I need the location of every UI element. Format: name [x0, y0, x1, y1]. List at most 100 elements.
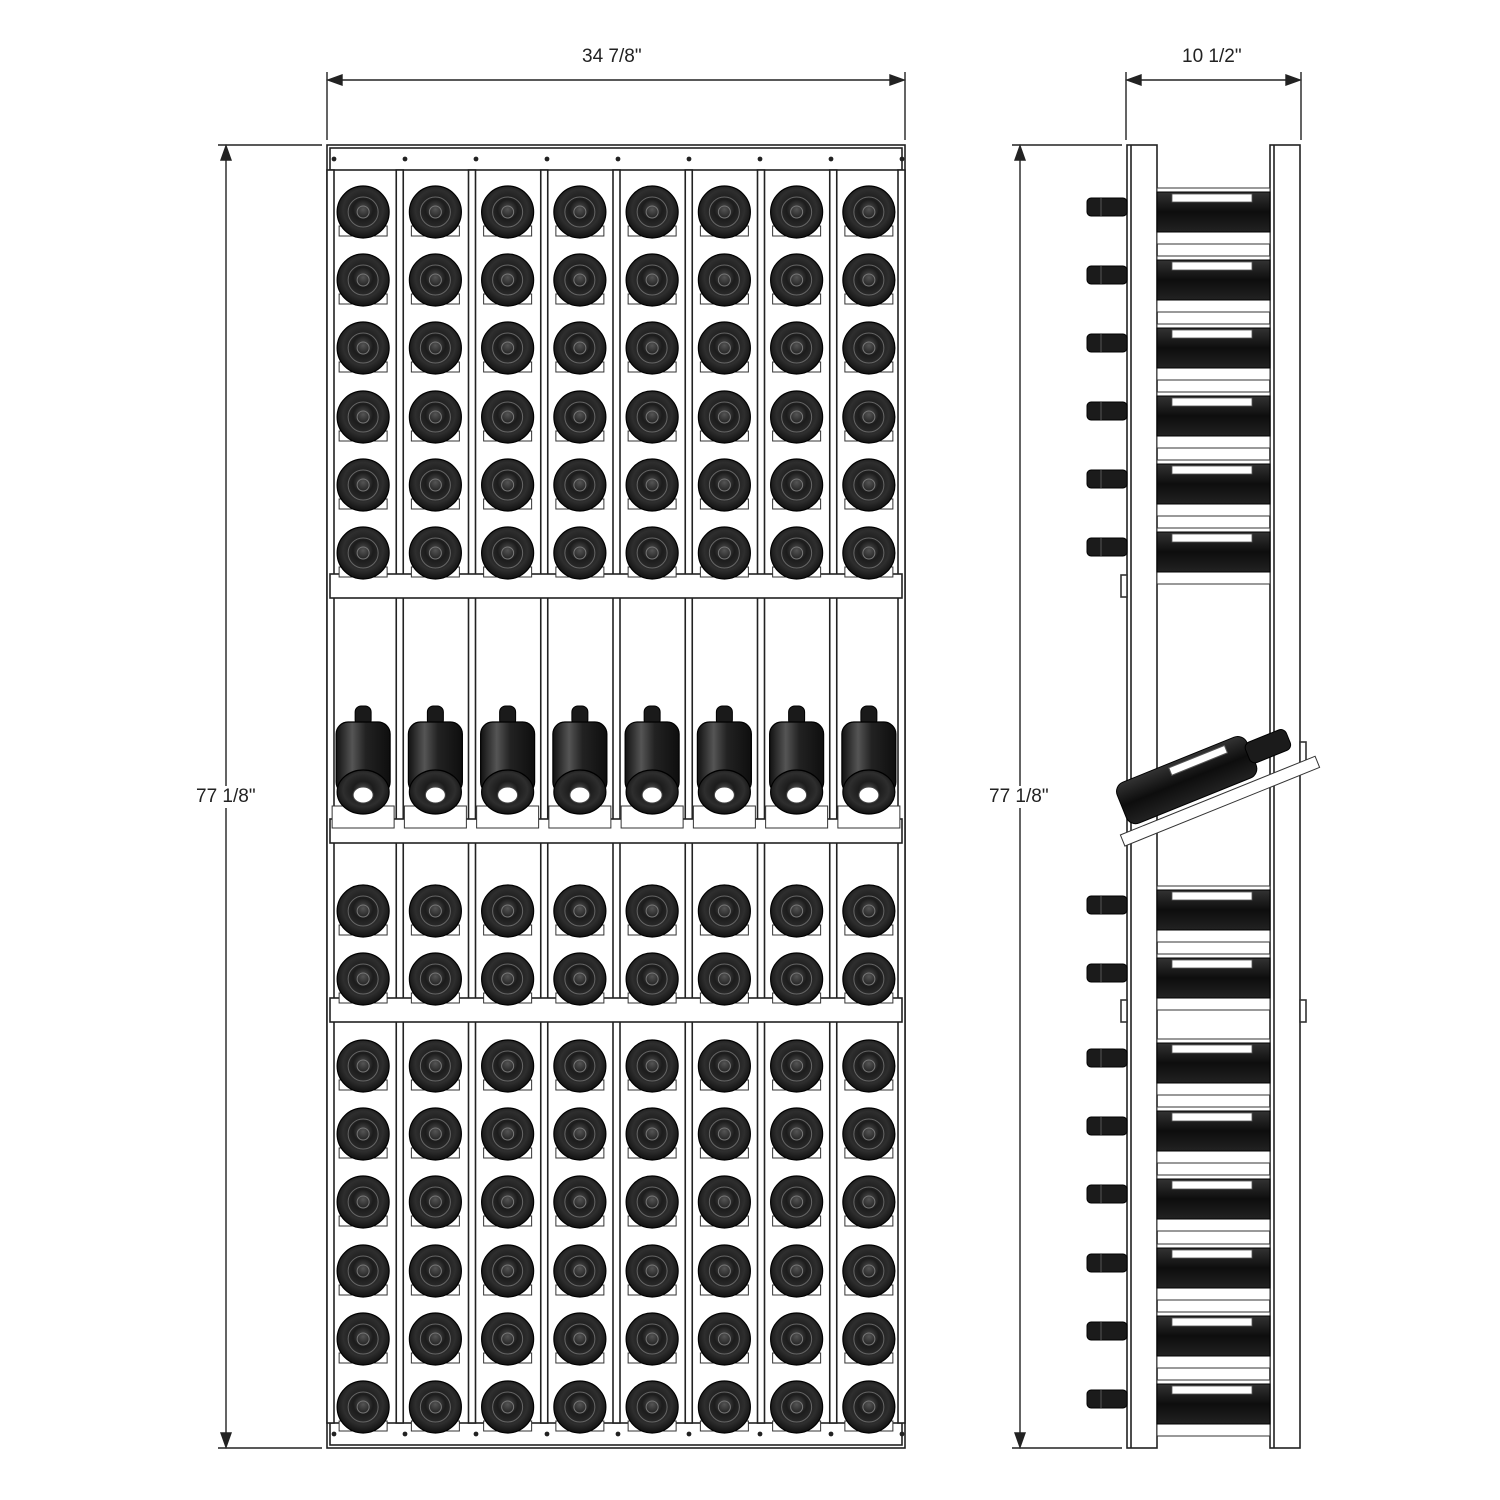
bottle-punt: [419, 469, 451, 501]
bottle-punt-center: [573, 273, 587, 287]
bottle-base: [625, 1107, 679, 1161]
bottle-punt: [636, 196, 668, 228]
bottle-label: [1171, 465, 1253, 475]
bottle-base: [553, 458, 607, 512]
bottle-punt: [853, 1391, 885, 1423]
side-bottle: [1086, 885, 1271, 943]
bottle-end: [481, 253, 535, 307]
bottle-base: [481, 390, 535, 444]
bottle-punt-center: [790, 205, 804, 219]
bottle-punt-center: [862, 410, 876, 424]
upright: [326, 169, 335, 1424]
bottle-label: [1171, 329, 1253, 339]
side-view: [1086, 144, 1321, 1449]
bottle-end: [553, 1107, 607, 1161]
side-bottle: [1086, 1243, 1271, 1301]
bottle-punt-center: [356, 1264, 370, 1278]
bottle-punt: [564, 1323, 596, 1355]
bottle-punt-center: [573, 904, 587, 918]
bottle-punt: [636, 401, 668, 433]
bottle-base: [842, 884, 896, 938]
bottle-base: [770, 1312, 824, 1366]
front-view: [326, 144, 906, 1449]
bottle-end: [842, 1380, 896, 1434]
bottle-end: [553, 1312, 607, 1366]
bottle-punt-center: [862, 1264, 876, 1278]
bottle-punt-center: [356, 904, 370, 918]
bottle-end: [625, 1244, 679, 1298]
bottle-base: [842, 253, 896, 307]
bottle-end: [770, 1039, 824, 1093]
bottle-punt: [347, 1255, 379, 1287]
display-shelf: [1119, 755, 1321, 847]
bottle-end: [770, 185, 824, 239]
screw: [686, 156, 692, 162]
screw: [615, 156, 621, 162]
bottle-punt-center: [717, 1400, 731, 1414]
bottle-base: [553, 253, 607, 307]
bottle-base: [770, 321, 824, 375]
bottle-neck: [1086, 1253, 1128, 1273]
bottle-punt: [492, 895, 524, 927]
bottle-end: [336, 458, 390, 512]
bottle-punt: [564, 1186, 596, 1218]
bottle-end: [842, 952, 896, 1006]
cross-bar: [329, 573, 903, 599]
upright: [828, 169, 838, 1424]
bottle-end: [697, 458, 751, 512]
bottle-punt-center: [645, 1332, 659, 1346]
bottle-end: [481, 458, 535, 512]
bottle-end: [625, 1175, 679, 1229]
bottle-base: [842, 1380, 896, 1434]
bottle-base: [842, 1107, 896, 1161]
bottle-end: [553, 1039, 607, 1093]
bottle-neck: [1086, 197, 1128, 217]
bottle-end: [770, 952, 824, 1006]
bottle-punt: [564, 1118, 596, 1150]
bottle-punt: [564, 1255, 596, 1287]
bottle-base: [697, 390, 751, 444]
bottle-base: [553, 1380, 607, 1434]
bottle-punt-center: [862, 1400, 876, 1414]
bottle-punt-center: [573, 341, 587, 355]
bottle-base: [408, 1244, 462, 1298]
bottle-end: [336, 1107, 390, 1161]
bottle-end: [697, 1175, 751, 1229]
bottle-end: [481, 1107, 535, 1161]
bottle-end: [408, 526, 462, 580]
bottle-punt-center: [428, 1332, 442, 1346]
bottle-end: [770, 1175, 824, 1229]
bottle-punt: [492, 1255, 524, 1287]
bottle-punt-center: [717, 1127, 731, 1141]
bottle-end: [481, 321, 535, 375]
bottle-punt: [492, 332, 524, 364]
bottle-base: [553, 526, 607, 580]
bottle-punt: [347, 1323, 379, 1355]
bottle-punt: [786, 786, 808, 804]
bottle-base: [770, 458, 824, 512]
bottle-base: [697, 952, 751, 1006]
bottle-punt: [781, 401, 813, 433]
bottle-punt: [708, 1186, 740, 1218]
bottle-base: [697, 321, 751, 375]
bottle-punt-center: [790, 1127, 804, 1141]
bottle-punt: [781, 895, 813, 927]
bottle-label: [1171, 533, 1253, 543]
bottle-label: [1171, 1112, 1253, 1122]
bottle-punt-center: [862, 273, 876, 287]
bottle-punt-center: [790, 904, 804, 918]
bottle-end: [697, 185, 751, 239]
bottle-end: [481, 185, 535, 239]
bottle-punt-center: [790, 972, 804, 986]
bottle-end: [770, 1244, 824, 1298]
bottle-end: [336, 884, 390, 938]
upright: [467, 169, 477, 1424]
bottle-punt: [352, 786, 374, 804]
bottle-end: [697, 884, 751, 938]
bottle-base: [408, 1380, 462, 1434]
bottle-punt-center: [717, 1195, 731, 1209]
bottle-punt-center: [356, 1332, 370, 1346]
bottle-punt: [853, 1255, 885, 1287]
bottle-end: [408, 1312, 462, 1366]
bottle-end: [336, 1175, 390, 1229]
